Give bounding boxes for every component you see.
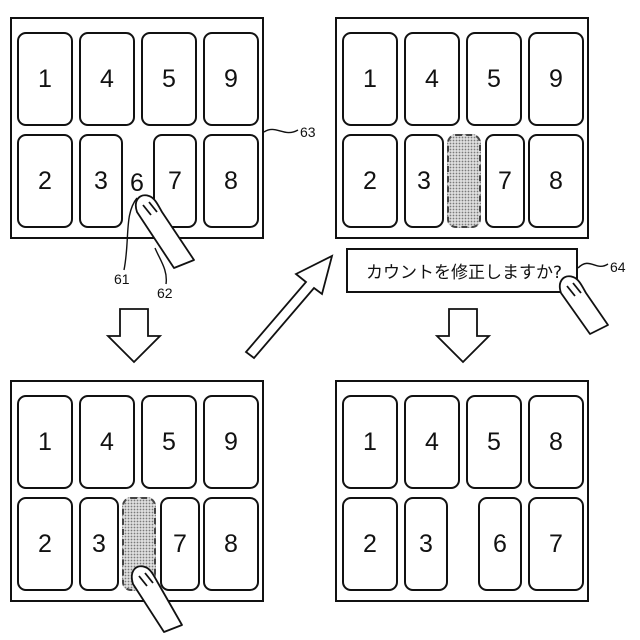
card[interactable]: 5 <box>466 395 522 489</box>
leader-line-64 <box>578 263 608 268</box>
ref-label-finger: 61 <box>114 272 130 286</box>
card[interactable]: 4 <box>79 32 135 126</box>
card[interactable]: 7 <box>528 497 584 591</box>
card[interactable]: 2 <box>17 497 73 591</box>
card-number-dragged: 6 <box>130 171 144 196</box>
card[interactable]: 5 <box>141 32 197 126</box>
card[interactable]: 8 <box>203 134 259 228</box>
card[interactable]: 2 <box>342 497 398 591</box>
card[interactable]: 6 <box>478 497 522 591</box>
ref-label-panel: 63 <box>300 125 316 139</box>
card[interactable]: 8 <box>203 497 259 591</box>
card[interactable]: 3 <box>404 134 444 228</box>
card[interactable]: 7 <box>153 134 197 228</box>
card[interactable]: 9 <box>203 395 259 489</box>
ref-label-dialog: 64 <box>610 260 626 274</box>
leader-line-63 <box>264 129 298 132</box>
card[interactable]: 9 <box>528 32 584 126</box>
card[interactable]: 8 <box>528 395 584 489</box>
panel-dropped: 1 4 5 9 2 3 7 8 <box>335 17 589 239</box>
arrow-down-icon <box>437 309 489 362</box>
card[interactable]: 3 <box>404 497 448 591</box>
card[interactable]: 4 <box>79 395 135 489</box>
dragged-card-ghost[interactable] <box>122 497 156 591</box>
dropped-card-ghost[interactable] <box>447 134 481 228</box>
card[interactable]: 2 <box>17 134 73 228</box>
card[interactable]: 3 <box>79 134 123 228</box>
card[interactable]: 1 <box>342 32 398 126</box>
card[interactable]: 8 <box>528 134 584 228</box>
confirm-count-dialog[interactable]: カウントを修正しますか? <box>346 248 578 293</box>
card[interactable]: 5 <box>466 32 522 126</box>
panel-initial: 1 4 5 9 2 3 7 8 6 <box>10 17 264 239</box>
card[interactable]: 9 <box>203 32 259 126</box>
card[interactable]: 1 <box>17 32 73 126</box>
card[interactable]: 1 <box>342 395 398 489</box>
card[interactable]: 4 <box>404 32 460 126</box>
panel-result: 1 4 5 8 2 3 6 7 <box>335 380 589 602</box>
leader-line-62 <box>155 248 166 284</box>
card[interactable]: 1 <box>17 395 73 489</box>
arrow-down-icon <box>108 309 160 362</box>
card[interactable]: 7 <box>485 134 525 228</box>
ref-label-touch: 62 <box>157 286 173 300</box>
dialog-message: カウントを修正しますか? <box>366 258 562 283</box>
card[interactable]: 5 <box>141 395 197 489</box>
card[interactable]: 7 <box>160 497 200 591</box>
card[interactable]: 3 <box>79 497 119 591</box>
panel-dragging: 1 4 5 9 2 3 7 8 <box>10 380 264 602</box>
card[interactable]: 4 <box>404 395 460 489</box>
card[interactable]: 2 <box>342 134 398 228</box>
arrow-diagonal-icon <box>246 256 332 358</box>
